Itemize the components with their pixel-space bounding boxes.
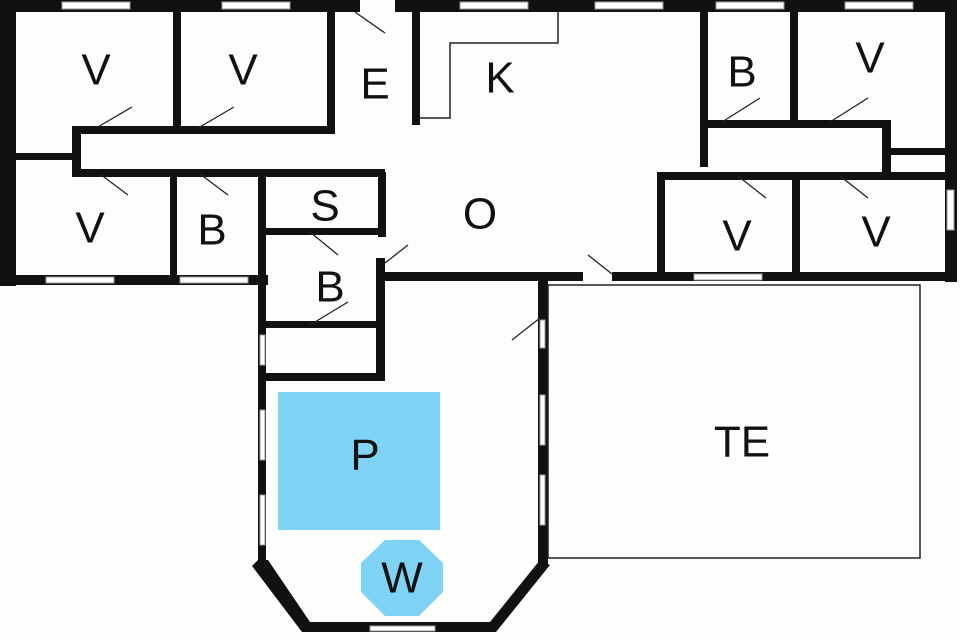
kitchen-counter (420, 12, 559, 119)
room-label-v6: V (861, 208, 891, 257)
room-label-p: P (350, 431, 379, 480)
terrace-outline (547, 284, 921, 559)
room-label-v2: V (228, 46, 258, 95)
pool (278, 392, 440, 530)
whirlpool (361, 540, 443, 616)
windows (45, 1, 955, 632)
room-label-e: E (360, 60, 389, 109)
room-label-v4: V (75, 204, 105, 253)
room-label-k: K (485, 54, 514, 103)
room-label-v1: V (81, 46, 111, 95)
room-label-s: S (310, 182, 339, 231)
room-label-b3: B (315, 263, 344, 312)
room-label-b2: B (197, 206, 226, 255)
room-label-o: O (463, 190, 497, 239)
room-label-te: TE (714, 418, 770, 467)
room-label-b1: B (727, 48, 756, 97)
room-label-v5: V (722, 212, 752, 261)
door-swings (95, 11, 869, 341)
room-label-w: W (381, 554, 423, 603)
room-label-v3: V (855, 34, 885, 83)
